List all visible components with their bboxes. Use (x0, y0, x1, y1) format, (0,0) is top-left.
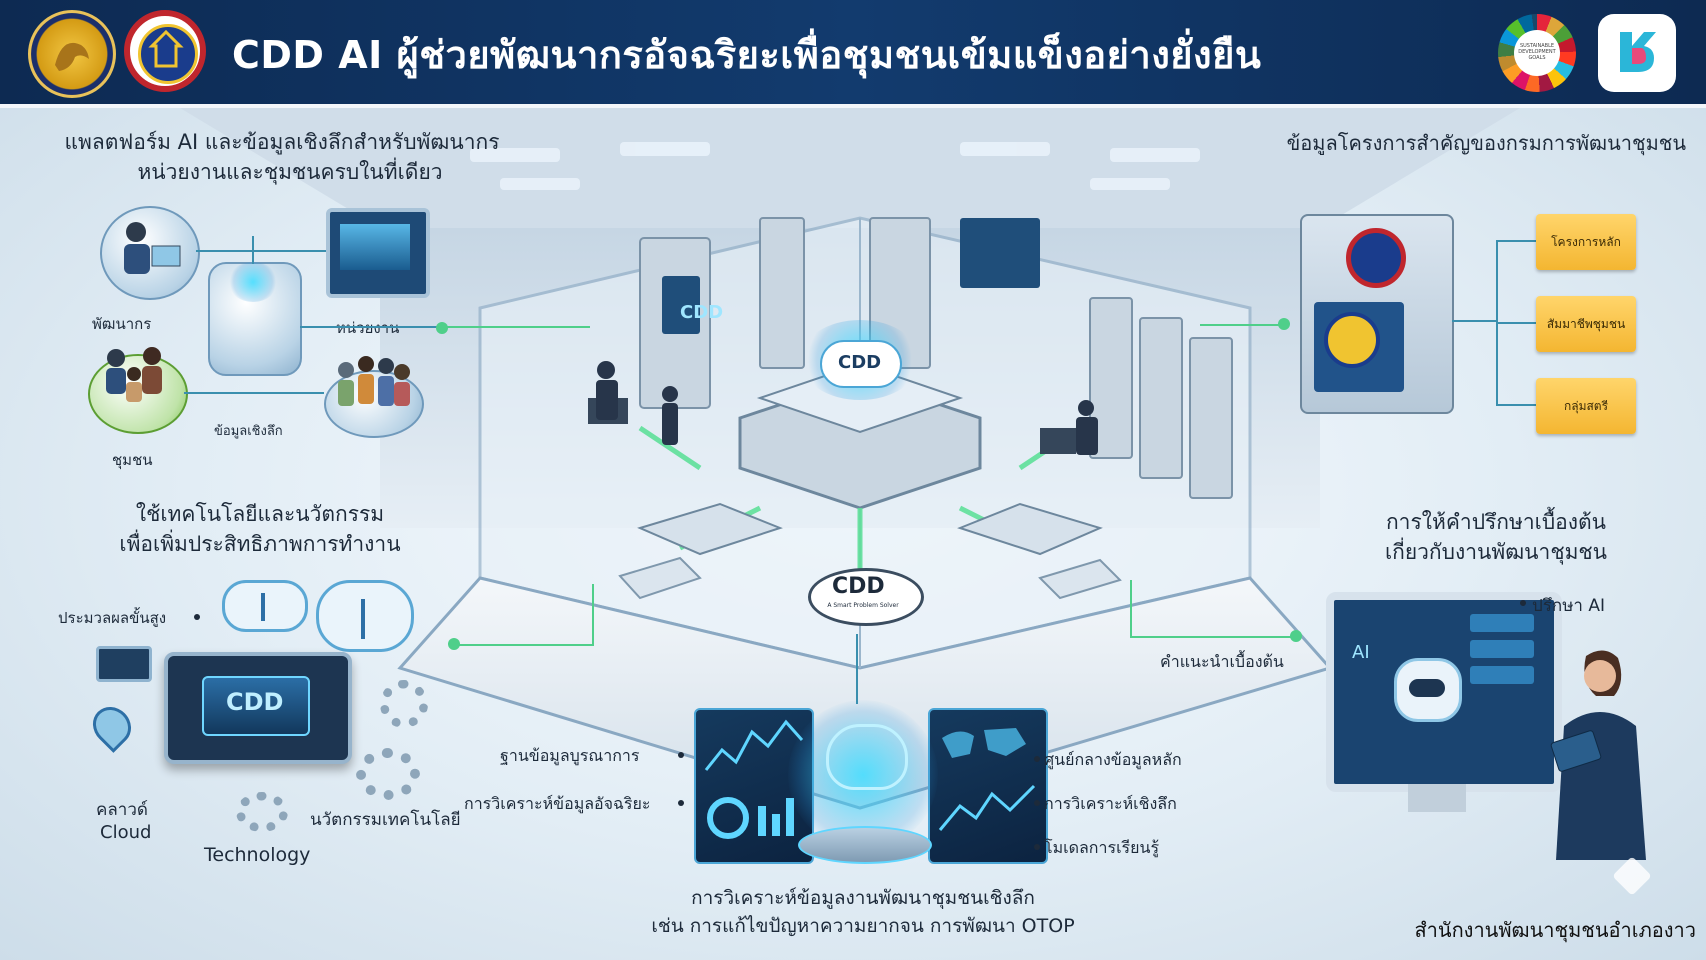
label-dot (1520, 600, 1526, 606)
connector-line (300, 326, 440, 328)
connector-dot (436, 322, 448, 334)
technology-heading-line2: เพื่อเพิ่มประสิทธิภาพการทำงาน (119, 532, 401, 556)
bottom-caption-line1: การวิเคราะห์ข้อมูลงานพัฒนาชุมชนเชิงลึก (691, 887, 1035, 909)
projects-heading: ข้อมูลโครงการสำคัญของกรมการพัฒนาชุมชน (1286, 131, 1686, 155)
technology-label: Technology (204, 844, 311, 866)
monitor-screen-label: AI (1352, 642, 1370, 663)
chip-label: CDD (226, 688, 284, 716)
folder-label: สัมมาชีพชุมชน (1546, 317, 1626, 331)
folder-community-careers: สัมมาชีพชุมชน (1536, 296, 1636, 352)
learning-model-tag: โมเดลการเรียนรู้ (1044, 838, 1160, 857)
folder-main-projects: โครงการหลัก (1536, 214, 1636, 270)
database-server-icon (1300, 214, 1454, 414)
smart-analysis-tag: การวิเคราะห์ข้อมูลอัจฉริยะ (464, 794, 651, 813)
connector-line (1496, 404, 1536, 406)
cdd-logo (124, 10, 206, 92)
floor-emblem (808, 568, 924, 626)
label-dot (678, 752, 684, 758)
community-label: ชุมชน (112, 451, 153, 469)
ai-consult-monitor: AI (1326, 592, 1562, 792)
gear-icon (236, 792, 288, 832)
sdg-wheel-logo: SUSTAINABLE DEVELOPMENT GOALS (1498, 14, 1576, 92)
robot-icon (1394, 658, 1462, 722)
consult-ai-label: ปรึกษา AI (1532, 596, 1606, 616)
developer-person-icon (124, 222, 181, 274)
cdd-processor-chip: CDD (164, 652, 352, 764)
connector-line (1452, 320, 1498, 322)
processing-label: ประมวลผลขั้นสูง (58, 609, 167, 627)
connector-line (196, 250, 326, 252)
folder-label: โครงการหลัก (1551, 235, 1621, 249)
office-name: สำนักงานพัฒนาชุมชนอำเภองาว (1414, 918, 1696, 942)
advice-label: คำแนะนำเบื้องต้น (1160, 652, 1284, 671)
analytics-panel-right (928, 708, 1048, 864)
label-dot (1034, 844, 1040, 850)
label-dot (194, 614, 200, 620)
server-screen-label: CDD (680, 302, 724, 323)
agency-group-people-icon (338, 356, 410, 406)
connector-dot (448, 638, 460, 650)
connector-line (184, 392, 324, 394)
deep-analysis-tag: การวิเคราะห์เชิงลึก (1044, 794, 1177, 813)
emblem-logo (28, 10, 116, 98)
header-divider (0, 104, 1706, 108)
integrated-database-tag: ฐานข้อมูลบูรณาการ (500, 746, 640, 765)
agency-label: หน่วยงาน (336, 319, 400, 337)
cloud-en-label: Cloud (100, 822, 152, 843)
platform-heading-line2: หน่วยงานและชุมชนครบในที่เดียว (137, 160, 443, 184)
technology-heading-line1: ใช้เทคโนโลยีและนวัตกรรม (135, 502, 385, 526)
platform-heading-line1: แพลตฟอร์ม AI และข้อมูลเชิงลึกสำหรับพัฒนา… (64, 130, 500, 154)
folder-women-groups: กลุ่มสตรี (1536, 378, 1636, 434)
connector-line (1496, 322, 1536, 324)
small-chip-icon (96, 646, 152, 682)
hub-glow (228, 262, 278, 302)
central-data-tag: ศูนย์กลางข้อมูลหลัก (1044, 750, 1182, 769)
hologram-pedestal (798, 826, 932, 864)
floor-emblem-label: CDD (832, 574, 885, 599)
consulting-heading-line2: เกี่ยวกับงานพัฒนาชุมชน (1384, 540, 1608, 564)
connector-line-green (1130, 636, 1296, 638)
agency-monitor-icon (326, 208, 430, 298)
bottom-caption-line2: เช่น การแก้ไขปัญหาความยากจน การพัฒนา OTO… (651, 915, 1075, 937)
cloud-label: CDD (838, 352, 882, 373)
cloud-th-label: คลาวด์ (96, 800, 148, 820)
connector-dot (1278, 318, 1290, 330)
sdg-text: SUSTAINABLE DEVELOPMENT GOALS (1518, 43, 1556, 61)
consulting-heading-line1: การให้คำปรึกษาเบื้องต้น (1385, 510, 1607, 534)
connector-line (856, 634, 858, 704)
cloud-icon (820, 340, 902, 388)
connector-line-green (1130, 580, 1132, 636)
app-logo (1598, 14, 1676, 92)
label-dot (1034, 800, 1040, 806)
innovation-label: นวัตกรรมเทคโนโลยี (310, 810, 461, 830)
connector-line-green (1200, 324, 1284, 326)
gear-icon (356, 748, 420, 800)
gear-icon (380, 680, 428, 728)
header-bar (0, 0, 1706, 104)
brain-icon (826, 724, 908, 790)
connector-line-green (454, 644, 594, 646)
folder-label: กลุ่มสตรี (1563, 399, 1609, 413)
developer-label: พัฒนากร (92, 315, 152, 333)
connector-line (252, 236, 254, 264)
connector-line-green (592, 584, 594, 644)
connector-dot (1290, 630, 1302, 642)
label-dot (678, 800, 684, 806)
connector-line-green (440, 326, 590, 328)
community-people-icon (106, 347, 162, 402)
woman-with-tablet-illustration (1550, 650, 1646, 860)
upload-cloud-icon (222, 580, 308, 632)
insight-label: ข้อมูลเชิงลึก (214, 424, 283, 439)
page-title: CDD AI ผู้ช่วยพัฒนากรอัจฉริยะเพื่อชุมชนเ… (232, 33, 1262, 77)
label-dot (1034, 756, 1040, 762)
upload-cloud-large-icon (316, 580, 414, 652)
floor-emblem-subtext: A Smart Problem Solver (827, 602, 899, 609)
connector-line (1496, 240, 1536, 242)
monitor-stand (1408, 784, 1466, 812)
